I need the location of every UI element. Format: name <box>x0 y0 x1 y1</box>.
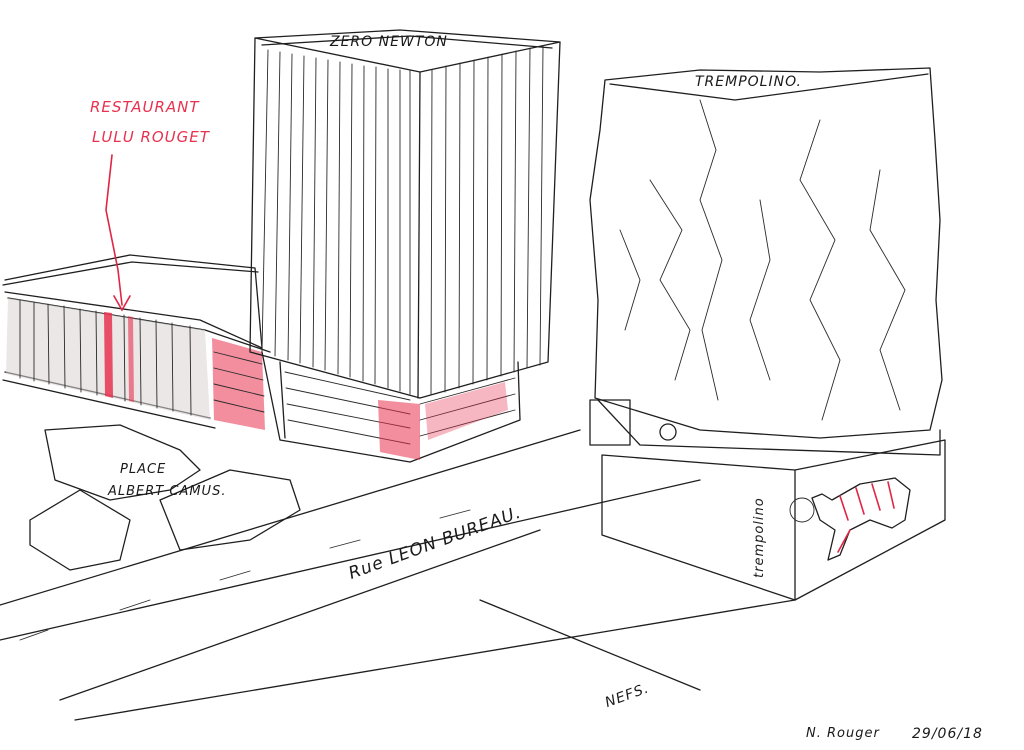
place-label-line1: PLACE <box>120 462 167 477</box>
trempolino-label: TREMPOLINO. <box>695 74 802 90</box>
tower <box>249 29 561 463</box>
place-label-line2: ALBERT CAMUS. <box>108 484 227 499</box>
place-albert-camus-outline <box>29 424 301 571</box>
tower-label: ZERO NEWTON <box>330 34 448 50</box>
restaurant-label-line1: RESTAURANT <box>90 98 200 116</box>
restaurant-label-line2: LULU ROUGET <box>92 128 210 146</box>
low-building <box>2 254 271 430</box>
signage-label: trempolino <box>752 497 767 578</box>
street <box>0 429 796 721</box>
date-label: 29/06/18 <box>912 726 983 742</box>
red-arrow <box>105 154 131 312</box>
trempolino-building <box>589 67 946 601</box>
signature: N. Rouger <box>806 726 880 741</box>
tiger-illustration <box>789 477 911 561</box>
